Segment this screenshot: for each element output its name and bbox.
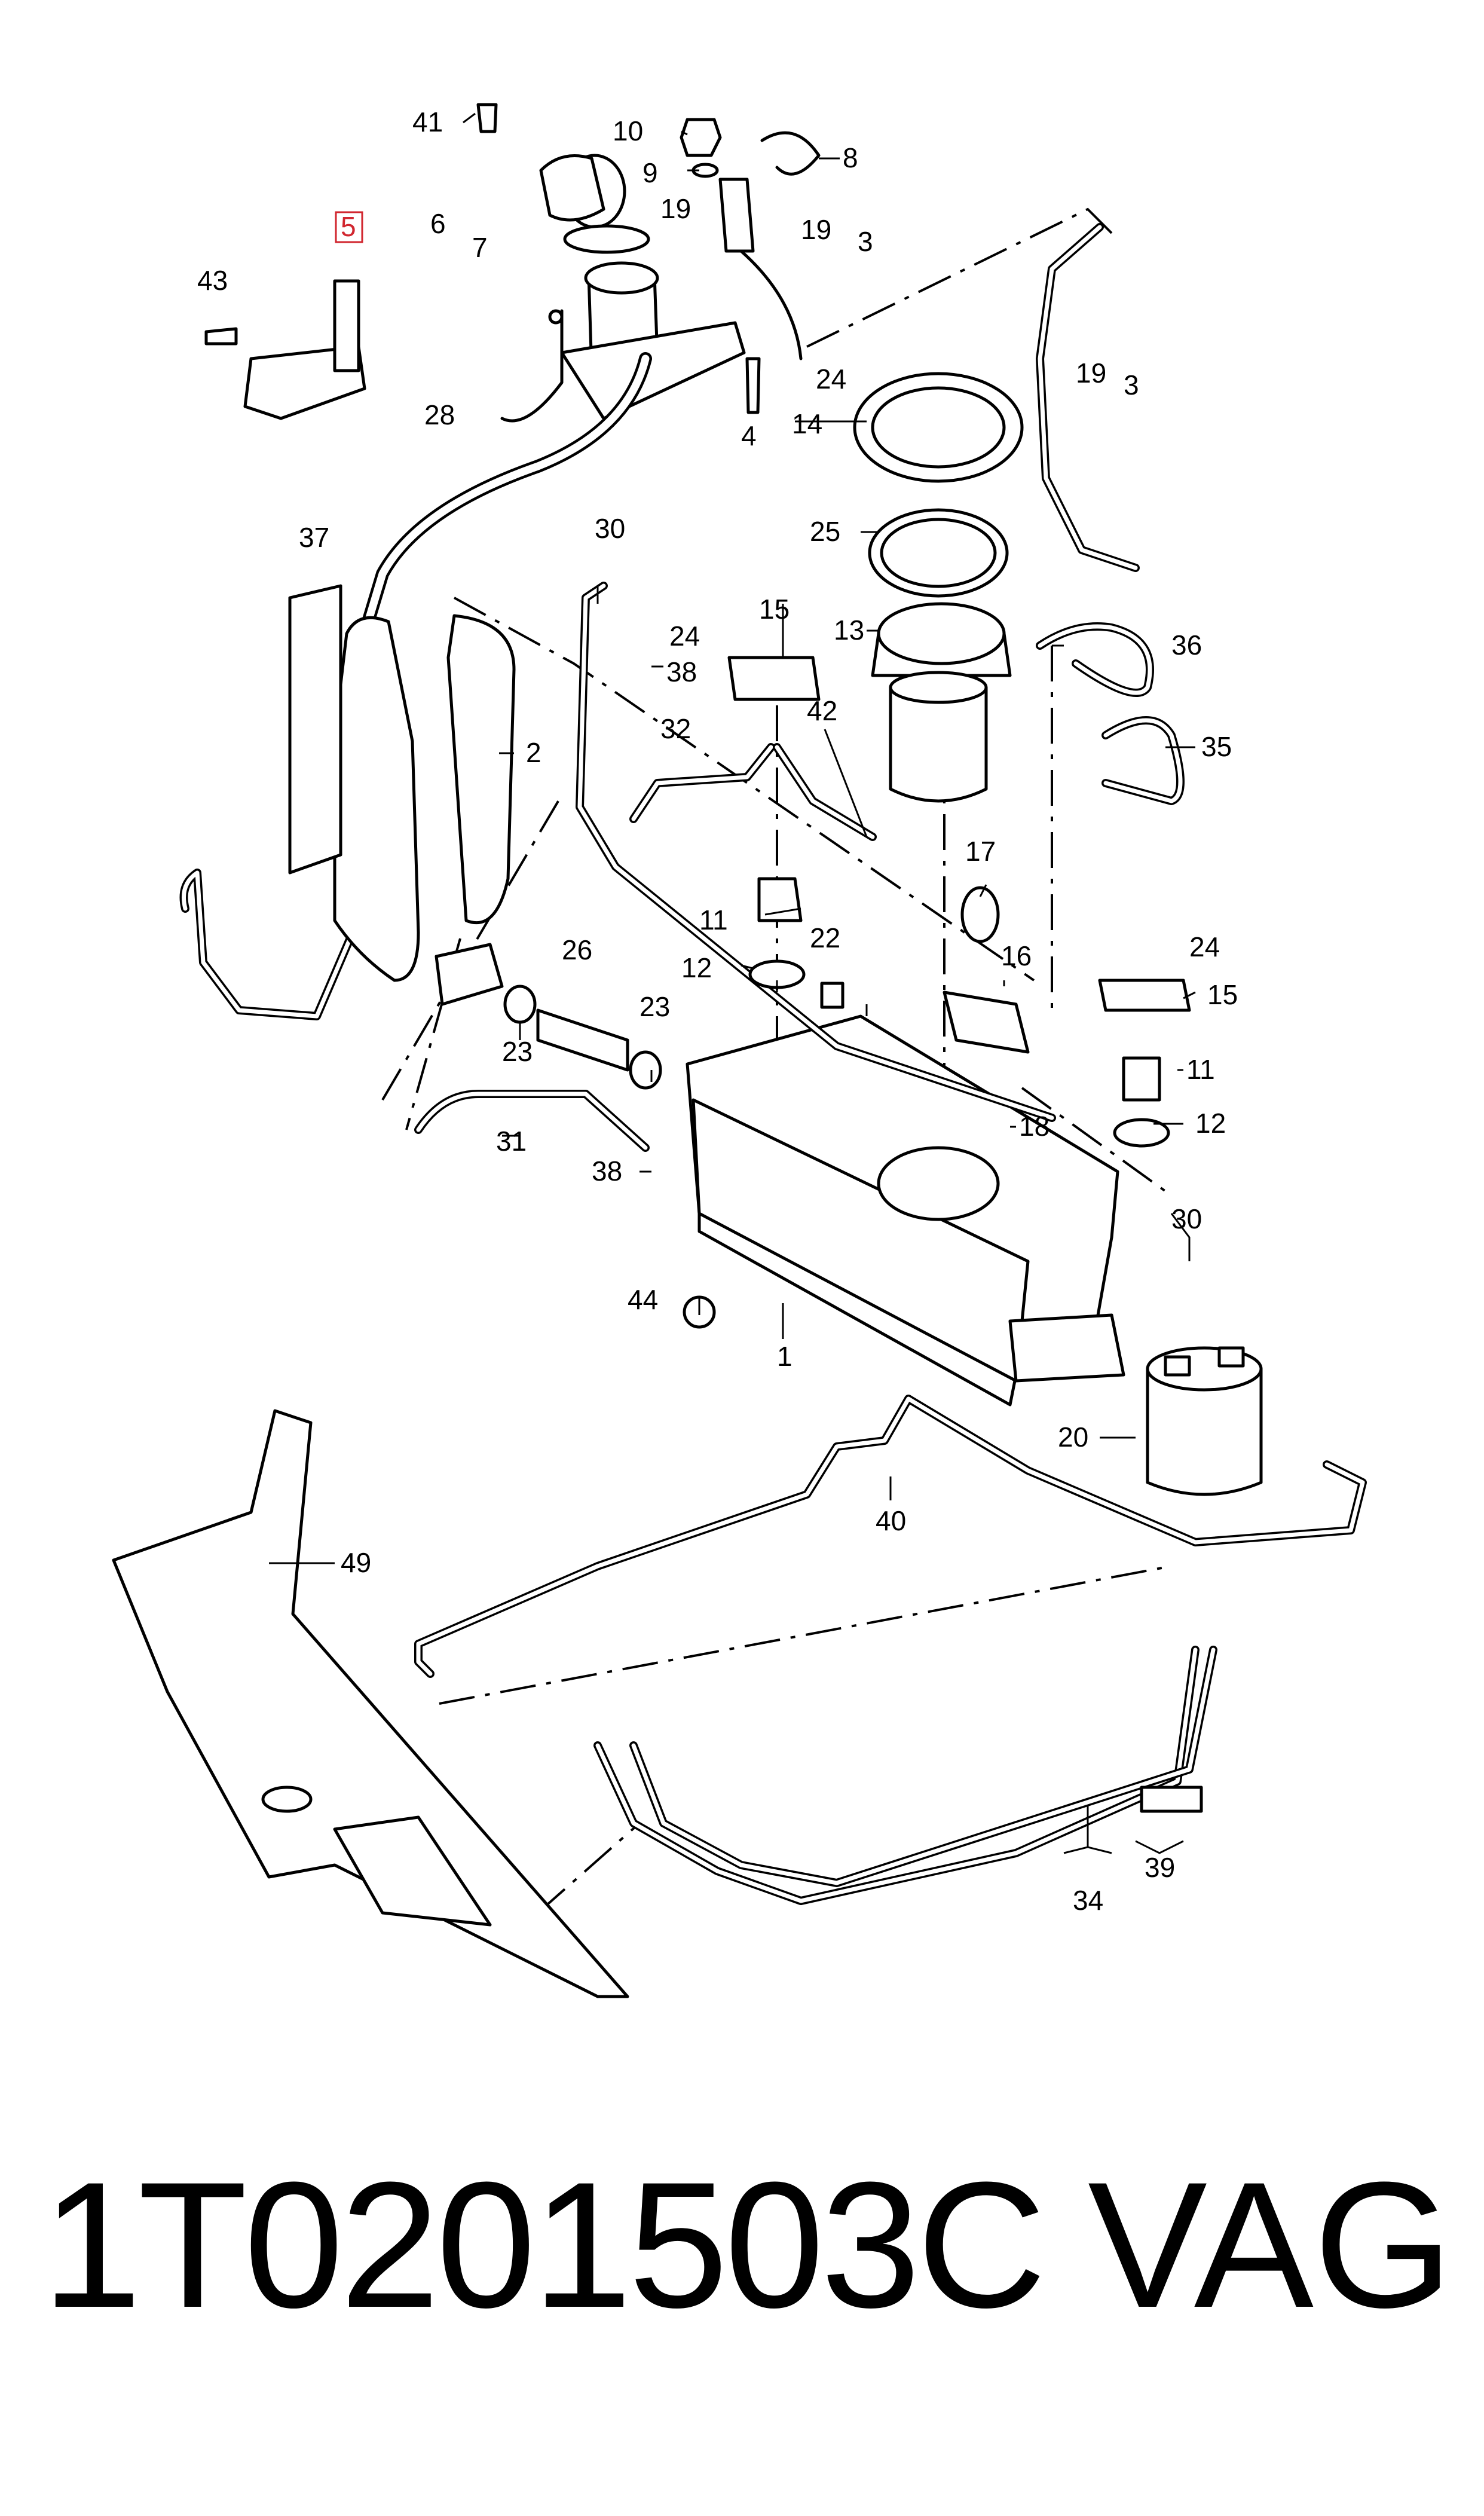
callout-8: 8	[843, 142, 858, 173]
callouts: 41 10 8 9 19 19 3 5 6 7 43 28 4 24 14 19…	[197, 106, 1238, 1916]
callout-24-mid: 24	[669, 620, 700, 652]
underbody-shield	[112, 1409, 629, 1998]
callout-49: 49	[341, 1547, 371, 1578]
callout-26: 26	[562, 934, 592, 965]
callout-12-right: 12	[1195, 1108, 1226, 1139]
callout-30-right: 30	[1171, 1203, 1202, 1234]
clip-part-41	[476, 103, 498, 133]
callout-16: 16	[1001, 940, 1032, 971]
callout-38-top: 38	[666, 656, 697, 687]
callout-15-top: 15	[759, 594, 790, 625]
callout-18: 18	[1019, 1111, 1049, 1142]
callout-25: 25	[810, 516, 840, 547]
bolt-part-43	[204, 327, 238, 346]
reservoir-tank	[288, 584, 516, 982]
clamp-23a	[503, 985, 537, 1024]
leader-lines	[269, 112, 1196, 1854]
fuel-pump-unit	[853, 372, 1024, 803]
flange-15a	[727, 656, 821, 701]
callout-22: 22	[810, 922, 840, 953]
callout-31: 31	[496, 1126, 527, 1157]
callout-13: 13	[834, 615, 864, 646]
fuel-lines	[179, 582, 1367, 1905]
callout-4: 4	[741, 420, 757, 451]
callout-5-highlighted: 5	[341, 211, 356, 242]
callout-12-mid: 12	[681, 952, 712, 983]
callout-3-side: 3	[1124, 369, 1139, 401]
callout-14: 14	[792, 408, 822, 439]
callout-24-right: 24	[1189, 931, 1220, 962]
fuel-filter-16	[943, 990, 1030, 1054]
carbon-canister	[1146, 1346, 1263, 1496]
bolt-part-4	[745, 357, 761, 414]
callout-3-top: 3	[858, 226, 873, 257]
valve-11b	[1122, 1056, 1161, 1102]
clip-22	[820, 982, 844, 1009]
panel-37	[288, 584, 342, 875]
callout-9: 9	[642, 157, 658, 188]
vent-pipes	[1036, 223, 1185, 805]
callout-15-right: 15	[1207, 979, 1238, 1010]
callout-11-mid: 11	[699, 904, 728, 936]
callout-44: 44	[628, 1284, 658, 1315]
clip-39	[1140, 1786, 1203, 1813]
ring-12b	[1113, 1118, 1170, 1148]
connector-38a	[435, 943, 504, 1006]
callout-20: 20	[1058, 1421, 1088, 1453]
part-number: 1T0201503C	[42, 2144, 1047, 2345]
callout-10: 10	[613, 115, 643, 146]
callout-37: 37	[299, 522, 329, 553]
callout-23-right: 23	[640, 991, 670, 1022]
callout-38-bottom: 38	[592, 1155, 622, 1187]
strap-17	[960, 886, 1000, 943]
footer: 1T0201503C VAG	[0, 2146, 1484, 2343]
callout-6: 6	[430, 208, 446, 239]
callout-7: 7	[472, 232, 488, 263]
seal-ring	[563, 224, 650, 254]
callout-11-right: 11	[1186, 1054, 1215, 1085]
pipe-part-26	[536, 1008, 629, 1072]
callout-19-right: 19	[801, 214, 831, 245]
callout-23-left: 23	[502, 1036, 533, 1067]
callout-34: 34	[1073, 1885, 1103, 1916]
filler-neck-assembly	[204, 103, 761, 640]
callout-24-top: 24	[816, 363, 846, 395]
fuel-tank	[686, 1014, 1125, 1407]
callout-19-top: 19	[660, 193, 691, 224]
callout-1: 1	[777, 1341, 793, 1372]
brand-label: VAG	[1088, 2144, 1454, 2345]
clamp-23b	[629, 1050, 662, 1090]
fuel-system-exploded-diagram: 41 10 8 9 19 19 3 5 6 7 43 28 4 24 14 19…	[112, 103, 1367, 1998]
callout-32: 32	[660, 713, 691, 744]
callout-36: 36	[1171, 629, 1202, 661]
top-fittings	[680, 118, 821, 360]
callout-17: 17	[965, 836, 996, 867]
callout-30-top: 30	[595, 513, 625, 544]
callout-35: 35	[1201, 731, 1232, 762]
callout-41: 41	[412, 106, 443, 137]
callout-2: 2	[526, 737, 541, 768]
callout-39: 39	[1145, 1852, 1175, 1883]
callout-43: 43	[197, 265, 228, 296]
callout-19-side: 19	[1076, 357, 1106, 389]
flange-15b	[1098, 979, 1191, 1012]
callout-40: 40	[876, 1505, 906, 1536]
callout-28: 28	[424, 399, 455, 430]
callout-42: 42	[807, 695, 837, 726]
